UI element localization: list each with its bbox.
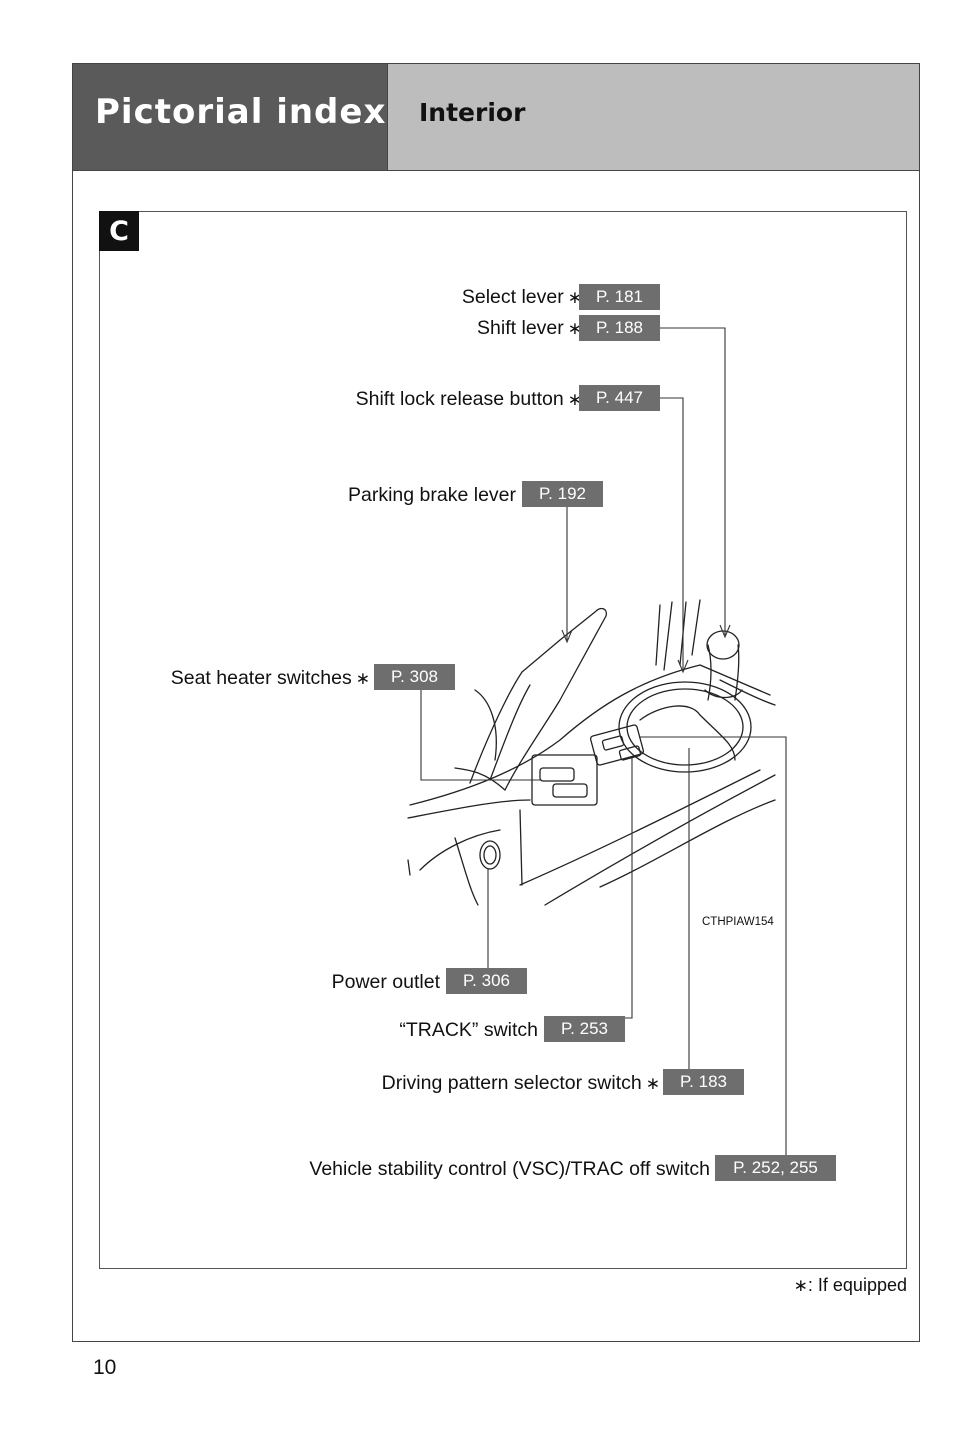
footnote: ∗: If equipped xyxy=(790,1275,907,1296)
illustration-code: CTHPIAW154 xyxy=(702,916,774,928)
shift-lock-label: Shift lock release button∗ xyxy=(355,388,582,410)
footnote-text: : If equipped xyxy=(807,1275,907,1295)
page-title: Pictorial index xyxy=(95,92,387,132)
parking-brake-page[interactable]: P. 192 xyxy=(522,481,603,507)
shift-lever-page[interactable]: P. 188 xyxy=(579,315,660,341)
illustration-box xyxy=(99,211,907,1269)
header-light-panel xyxy=(388,63,920,171)
vsc-label: Vehicle stability control (VSC)/TRAC off… xyxy=(309,1158,710,1180)
seat-heater-label: Seat heater switches∗ xyxy=(170,667,370,689)
power-outlet-label: Power outlet xyxy=(331,971,440,993)
section-badge: C xyxy=(99,211,139,251)
power-outlet-page[interactable]: P. 306 xyxy=(446,968,527,994)
header-dark-panel xyxy=(72,63,388,171)
driving-pattern-label: Driving pattern selector switch∗ xyxy=(381,1072,660,1094)
track-switch-label: “TRACK” switch xyxy=(399,1019,538,1041)
section-subtitle: Interior xyxy=(419,98,526,127)
vsc-page[interactable]: P. 252, 255 xyxy=(715,1155,836,1181)
footnote-star: ∗ xyxy=(793,1276,808,1295)
shift-lever-label: Shift lever∗ xyxy=(477,317,582,339)
select-lever-label: Select lever∗ xyxy=(461,286,582,308)
driving-pattern-page[interactable]: P. 183 xyxy=(663,1069,744,1095)
shift-lock-page[interactable]: P. 447 xyxy=(579,385,660,411)
page-number: 10 xyxy=(93,1356,117,1379)
parking-brake-label: Parking brake lever xyxy=(348,484,516,506)
select-lever-page[interactable]: P. 181 xyxy=(579,284,660,310)
track-switch-page[interactable]: P. 253 xyxy=(544,1016,625,1042)
seat-heater-page[interactable]: P. 308 xyxy=(374,664,455,690)
